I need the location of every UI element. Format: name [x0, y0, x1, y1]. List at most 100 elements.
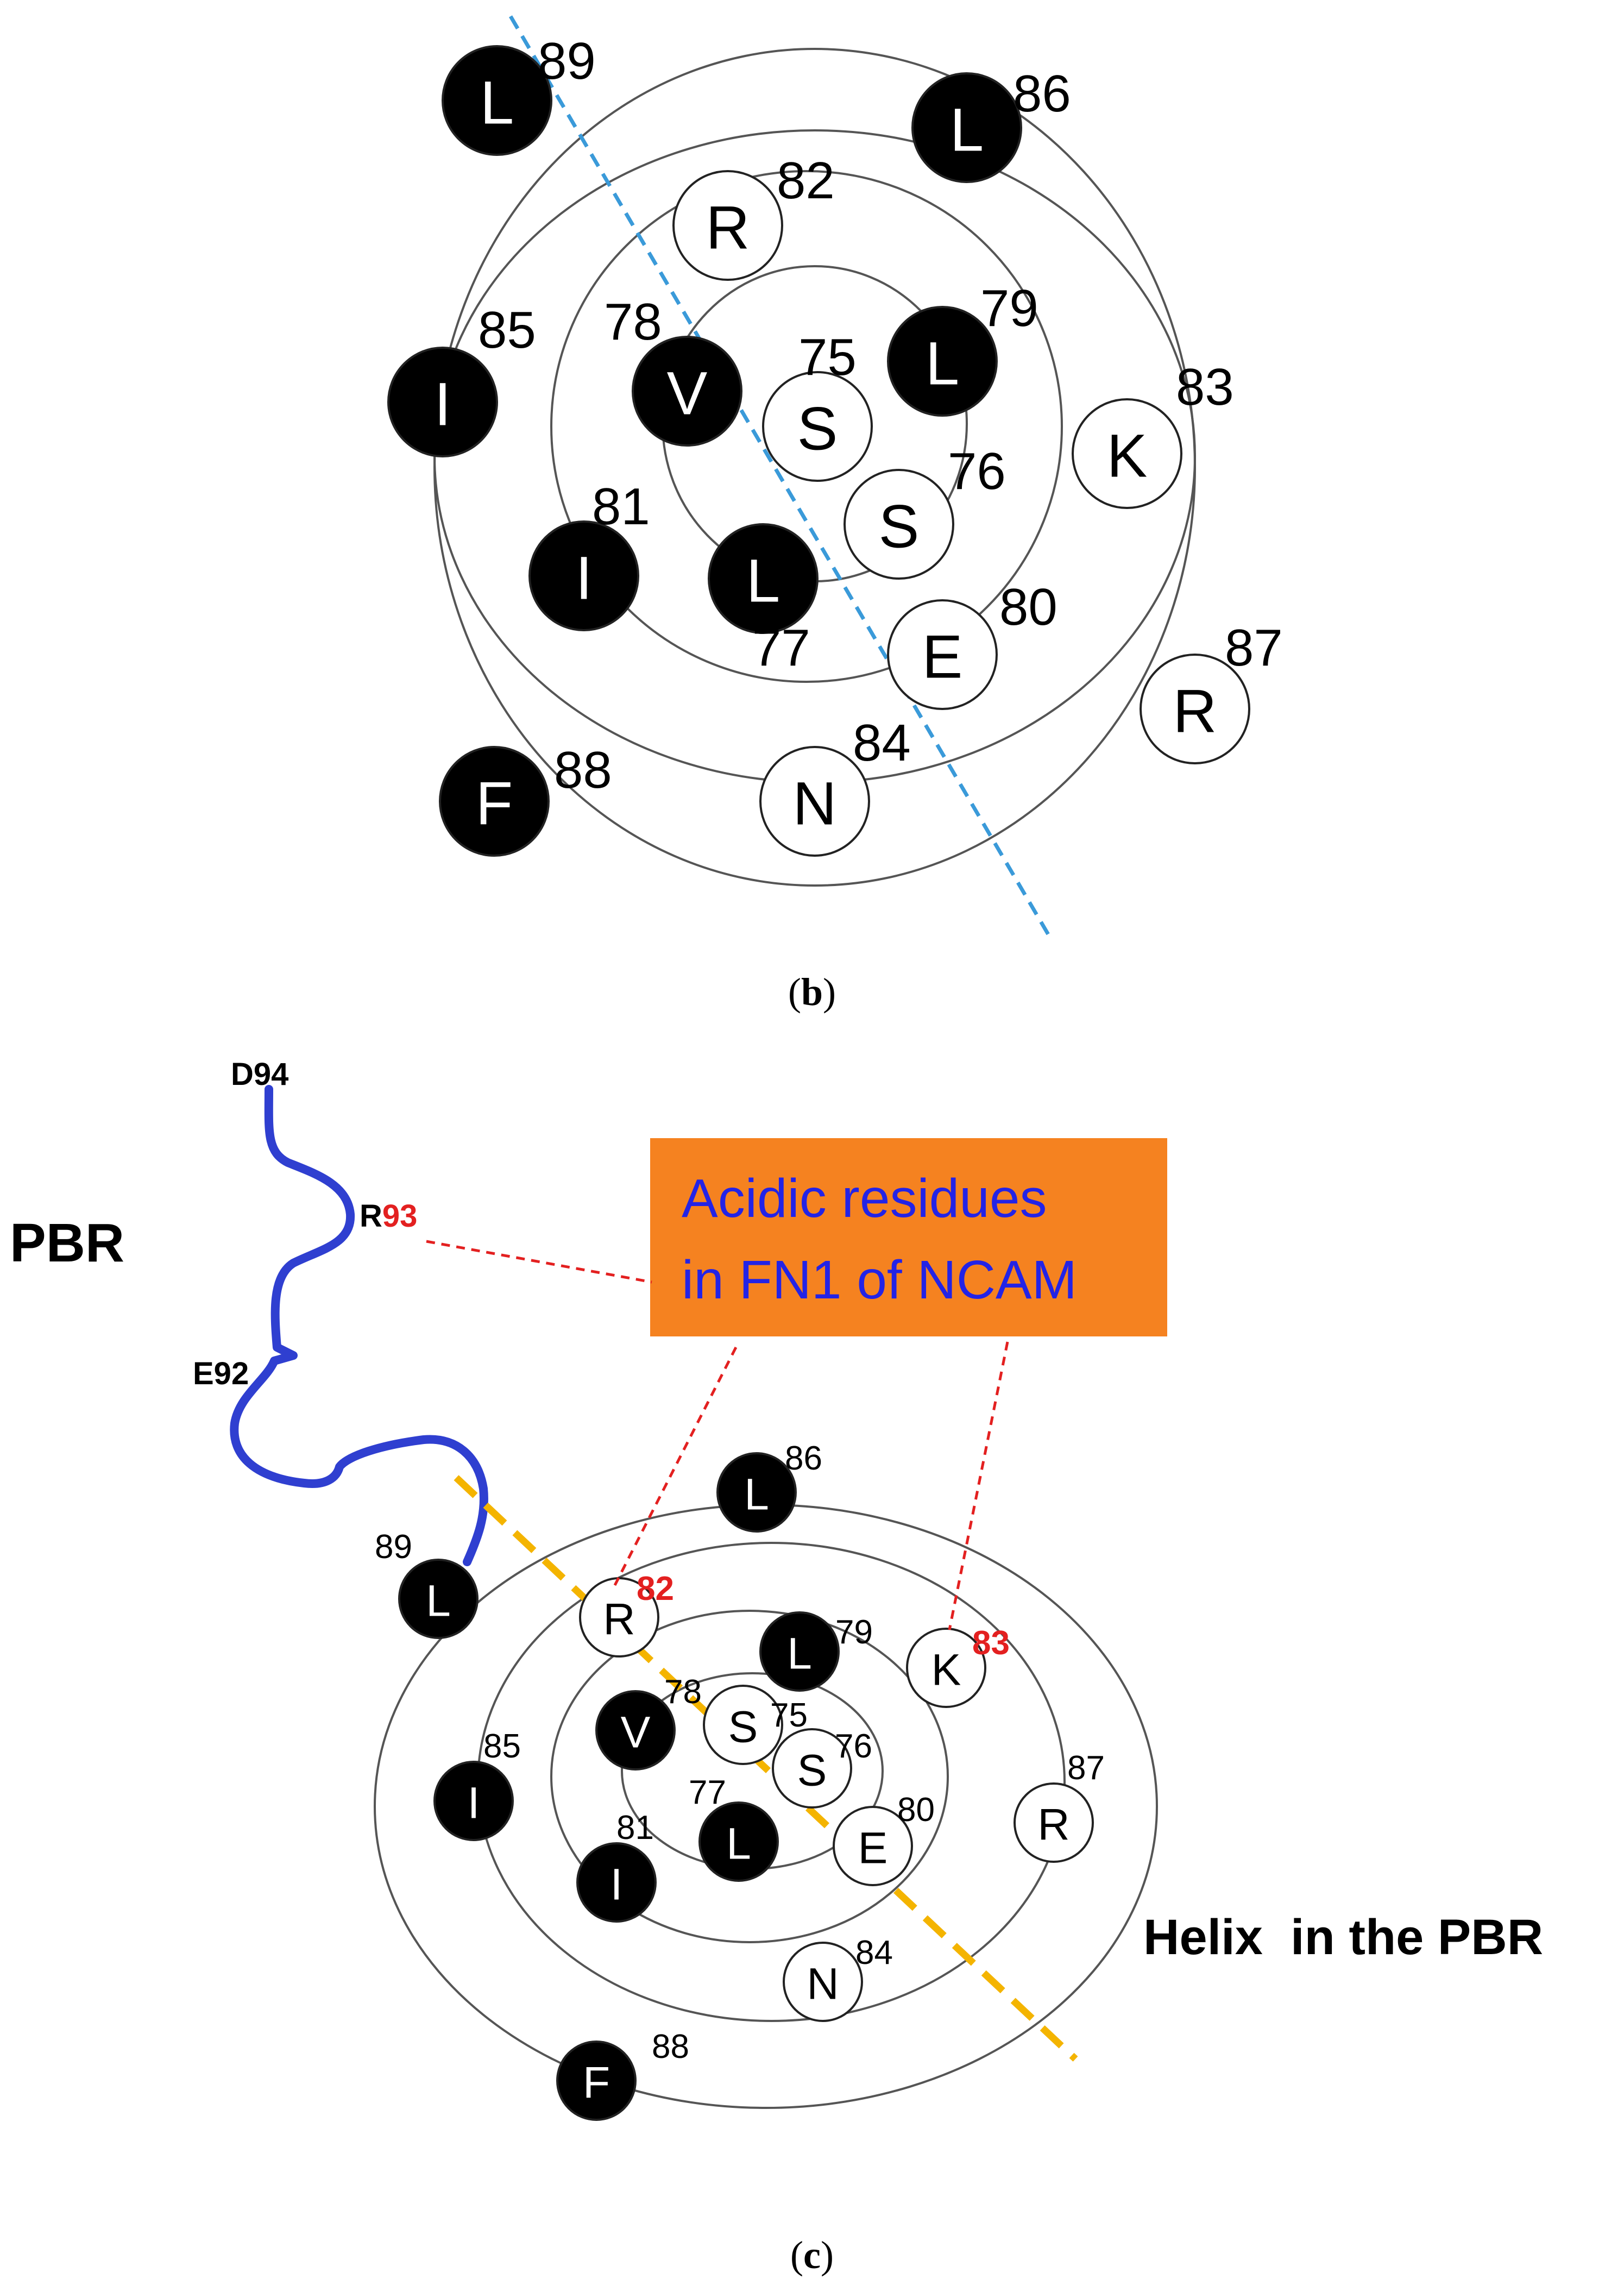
residue-letter: F [583, 2058, 610, 2108]
hydrophobic-residue-circle [433, 1761, 514, 1841]
panel-c-residue-e80: E80 [833, 1791, 935, 1886]
panel-c-residue-r82: R82 [579, 1570, 674, 1658]
panel-b-residue-i81: I81 [528, 478, 650, 631]
residue-letter: V [667, 360, 708, 428]
residue-number: 89 [538, 32, 596, 90]
panel-c-residue-n84: N 84 [783, 1934, 893, 2022]
callout-line-2: in FN1 of NCAM [682, 1250, 1077, 1310]
residue-letter: I [575, 544, 592, 612]
pbr-label: PBR [10, 1213, 124, 1273]
residue-number: 78 [604, 293, 662, 351]
panel-b-residue-l79: L 79 [887, 279, 1038, 417]
residue-number: 85 [483, 1728, 521, 1765]
hydrophobic-residue-circle [595, 1690, 676, 1771]
residue-letter: L [426, 1577, 451, 1626]
residue-letter: K [931, 1646, 961, 1695]
panel-b-residue-n84: N84 [759, 714, 911, 857]
panel-b-axis-line [508, 15, 1050, 936]
residue-number: 85 [478, 301, 536, 359]
panel-c-residue-i81: I81 [576, 1809, 657, 1923]
residue-number: 87 [1067, 1749, 1105, 1787]
panel-b-residue-r87: R87 [1140, 619, 1283, 764]
hydrophobic-residue-circle [556, 2041, 637, 2121]
residue-number: 77 [752, 619, 810, 677]
panel-b-residue-l86: L86 [911, 65, 1071, 183]
residue-number: 75 [770, 1697, 808, 1734]
hydrophobic-residue-circle [716, 1452, 797, 1533]
residue-letter: R [603, 1595, 635, 1644]
polar-residue-circle [906, 1628, 986, 1708]
panel-b-ring-3 [550, 170, 1063, 683]
residue-letter: I [434, 371, 451, 438]
residue-letter: E [922, 623, 963, 691]
pbr-chain-line [230, 1085, 488, 1566]
residue-number: 81 [592, 478, 650, 536]
acidic-residues-callout-box [650, 1138, 1167, 1336]
residue-number: 79 [835, 1613, 873, 1651]
connector-r93 [426, 1240, 652, 1284]
residue-number: 75 [798, 328, 857, 386]
panel-b-caption: (b) [788, 970, 836, 1014]
residue-number: 76 [835, 1728, 872, 1765]
hydrophobic-residue-circle [759, 1611, 840, 1692]
residue-letter: V [621, 1708, 651, 1757]
residue-letter: N [807, 1960, 839, 2009]
residue-letter: L [787, 1629, 812, 1679]
residue-letter: S [797, 1746, 827, 1795]
hydrophobic-residue-circle [439, 746, 550, 857]
residue-number: 84 [855, 1934, 893, 1972]
residue-number: 80 [897, 1791, 935, 1829]
panel-c-residue-v78: V78 [595, 1673, 702, 1771]
hydrophobic-residue-circle [576, 1842, 657, 1923]
panel-c-residue-l77: L77 [689, 1774, 779, 1882]
residue-letter: I [610, 1860, 623, 1910]
polar-residue-circle [762, 371, 873, 482]
panel-c-ring-2 [477, 1542, 1066, 2022]
polar-residue-circle [672, 170, 783, 281]
panel-c-caption: (c) [790, 2233, 834, 2277]
residue-letter: R [1173, 677, 1217, 745]
panel-c-residue-k83: K 83 [906, 1624, 1010, 1708]
residue-letter: R [706, 194, 750, 262]
polar-residue-circle [783, 1942, 863, 2022]
callout-line-1: Acidic residues [682, 1168, 1047, 1229]
residue-number: 76 [948, 442, 1006, 500]
residue-number: 82 [777, 152, 835, 210]
label-r93: R93 [360, 1198, 417, 1234]
residue-number: 79 [980, 279, 1038, 337]
panel-c-ring-3 [550, 1610, 949, 1943]
panel-b-residue-v78: V78 [604, 293, 742, 447]
hydrophobic-residue-circle [698, 1801, 779, 1882]
label-d94: D94 [231, 1057, 288, 1092]
panel-b-residue-f88: F 88 [439, 741, 612, 857]
polar-residue-circle [772, 1728, 852, 1809]
residue-number: 86 [785, 1440, 822, 1477]
residue-number: 88 [554, 741, 612, 799]
residue-number: 86 [1013, 65, 1071, 123]
residue-letter: S [728, 1703, 758, 1752]
hydrophobic-residue-circle [708, 523, 819, 634]
panel-c-residue-l89: L89 [375, 1528, 479, 1639]
polar-residue-circle [833, 1806, 913, 1886]
residue-letter: L [926, 330, 959, 398]
polar-residue-circle [887, 599, 998, 710]
polar-residue-circle [1014, 1782, 1094, 1863]
panel-b-residue-r82: R 82 [672, 152, 835, 281]
hydrophobic-residue-circle [911, 72, 1022, 183]
panel-c-residue-l86: L86 [716, 1440, 822, 1533]
residue-letter: L [726, 1819, 751, 1869]
polar-residue-circle [1140, 654, 1250, 764]
residue-number: 83 [972, 1624, 1010, 1662]
panel-c-residue-s75: S 75 [703, 1685, 808, 1765]
panel-b-residue-i85: I 85 [387, 301, 536, 457]
residue-number: 87 [1225, 619, 1283, 677]
residue-letter: L [746, 547, 780, 615]
hydrophobic-residue-circle [442, 45, 552, 156]
panel-c-residue-l79: L 79 [759, 1611, 873, 1692]
residue-letter: R [1037, 1800, 1069, 1850]
residue-number: 88 [652, 2028, 689, 2065]
residue-letter: F [476, 770, 513, 838]
